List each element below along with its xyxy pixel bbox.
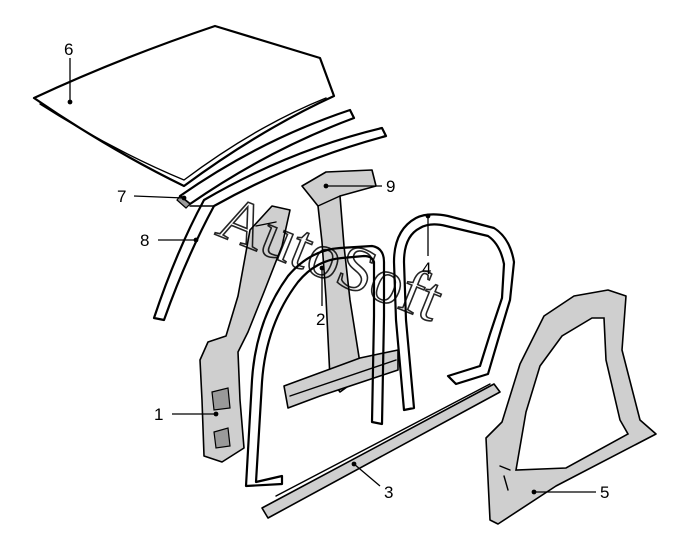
callout-number: 8 [140, 231, 149, 250]
callout-number: 7 [117, 187, 126, 206]
front-pillar-lower [199, 205, 291, 463]
roof-panel [32, 24, 336, 188]
callout-number: 1 [154, 405, 163, 424]
callout-6: 6 [64, 40, 73, 105]
callout-1: 1 [154, 405, 219, 424]
inner-sill-block [283, 349, 399, 409]
roof-rail-inner [176, 108, 356, 209]
callout-3: 3 [351, 461, 393, 502]
callout-number: 4 [422, 259, 431, 278]
front-door-seal [244, 244, 386, 488]
body-side-outer-panel [485, 289, 657, 525]
callout-9: 9 [323, 177, 395, 196]
callout-4: 4 [422, 213, 431, 278]
callout-7: 7 [117, 187, 187, 206]
callout-number: 6 [64, 40, 73, 59]
rear-door-seal [392, 213, 516, 412]
callout-number: 2 [316, 310, 325, 329]
sill-panel [261, 383, 501, 519]
callout-8: 8 [140, 231, 199, 250]
callout-number: 3 [384, 483, 393, 502]
callout-5: 5 [531, 483, 609, 502]
callout-2: 2 [316, 265, 325, 329]
callout-number: 5 [600, 483, 609, 502]
callout-number: 9 [386, 177, 395, 196]
